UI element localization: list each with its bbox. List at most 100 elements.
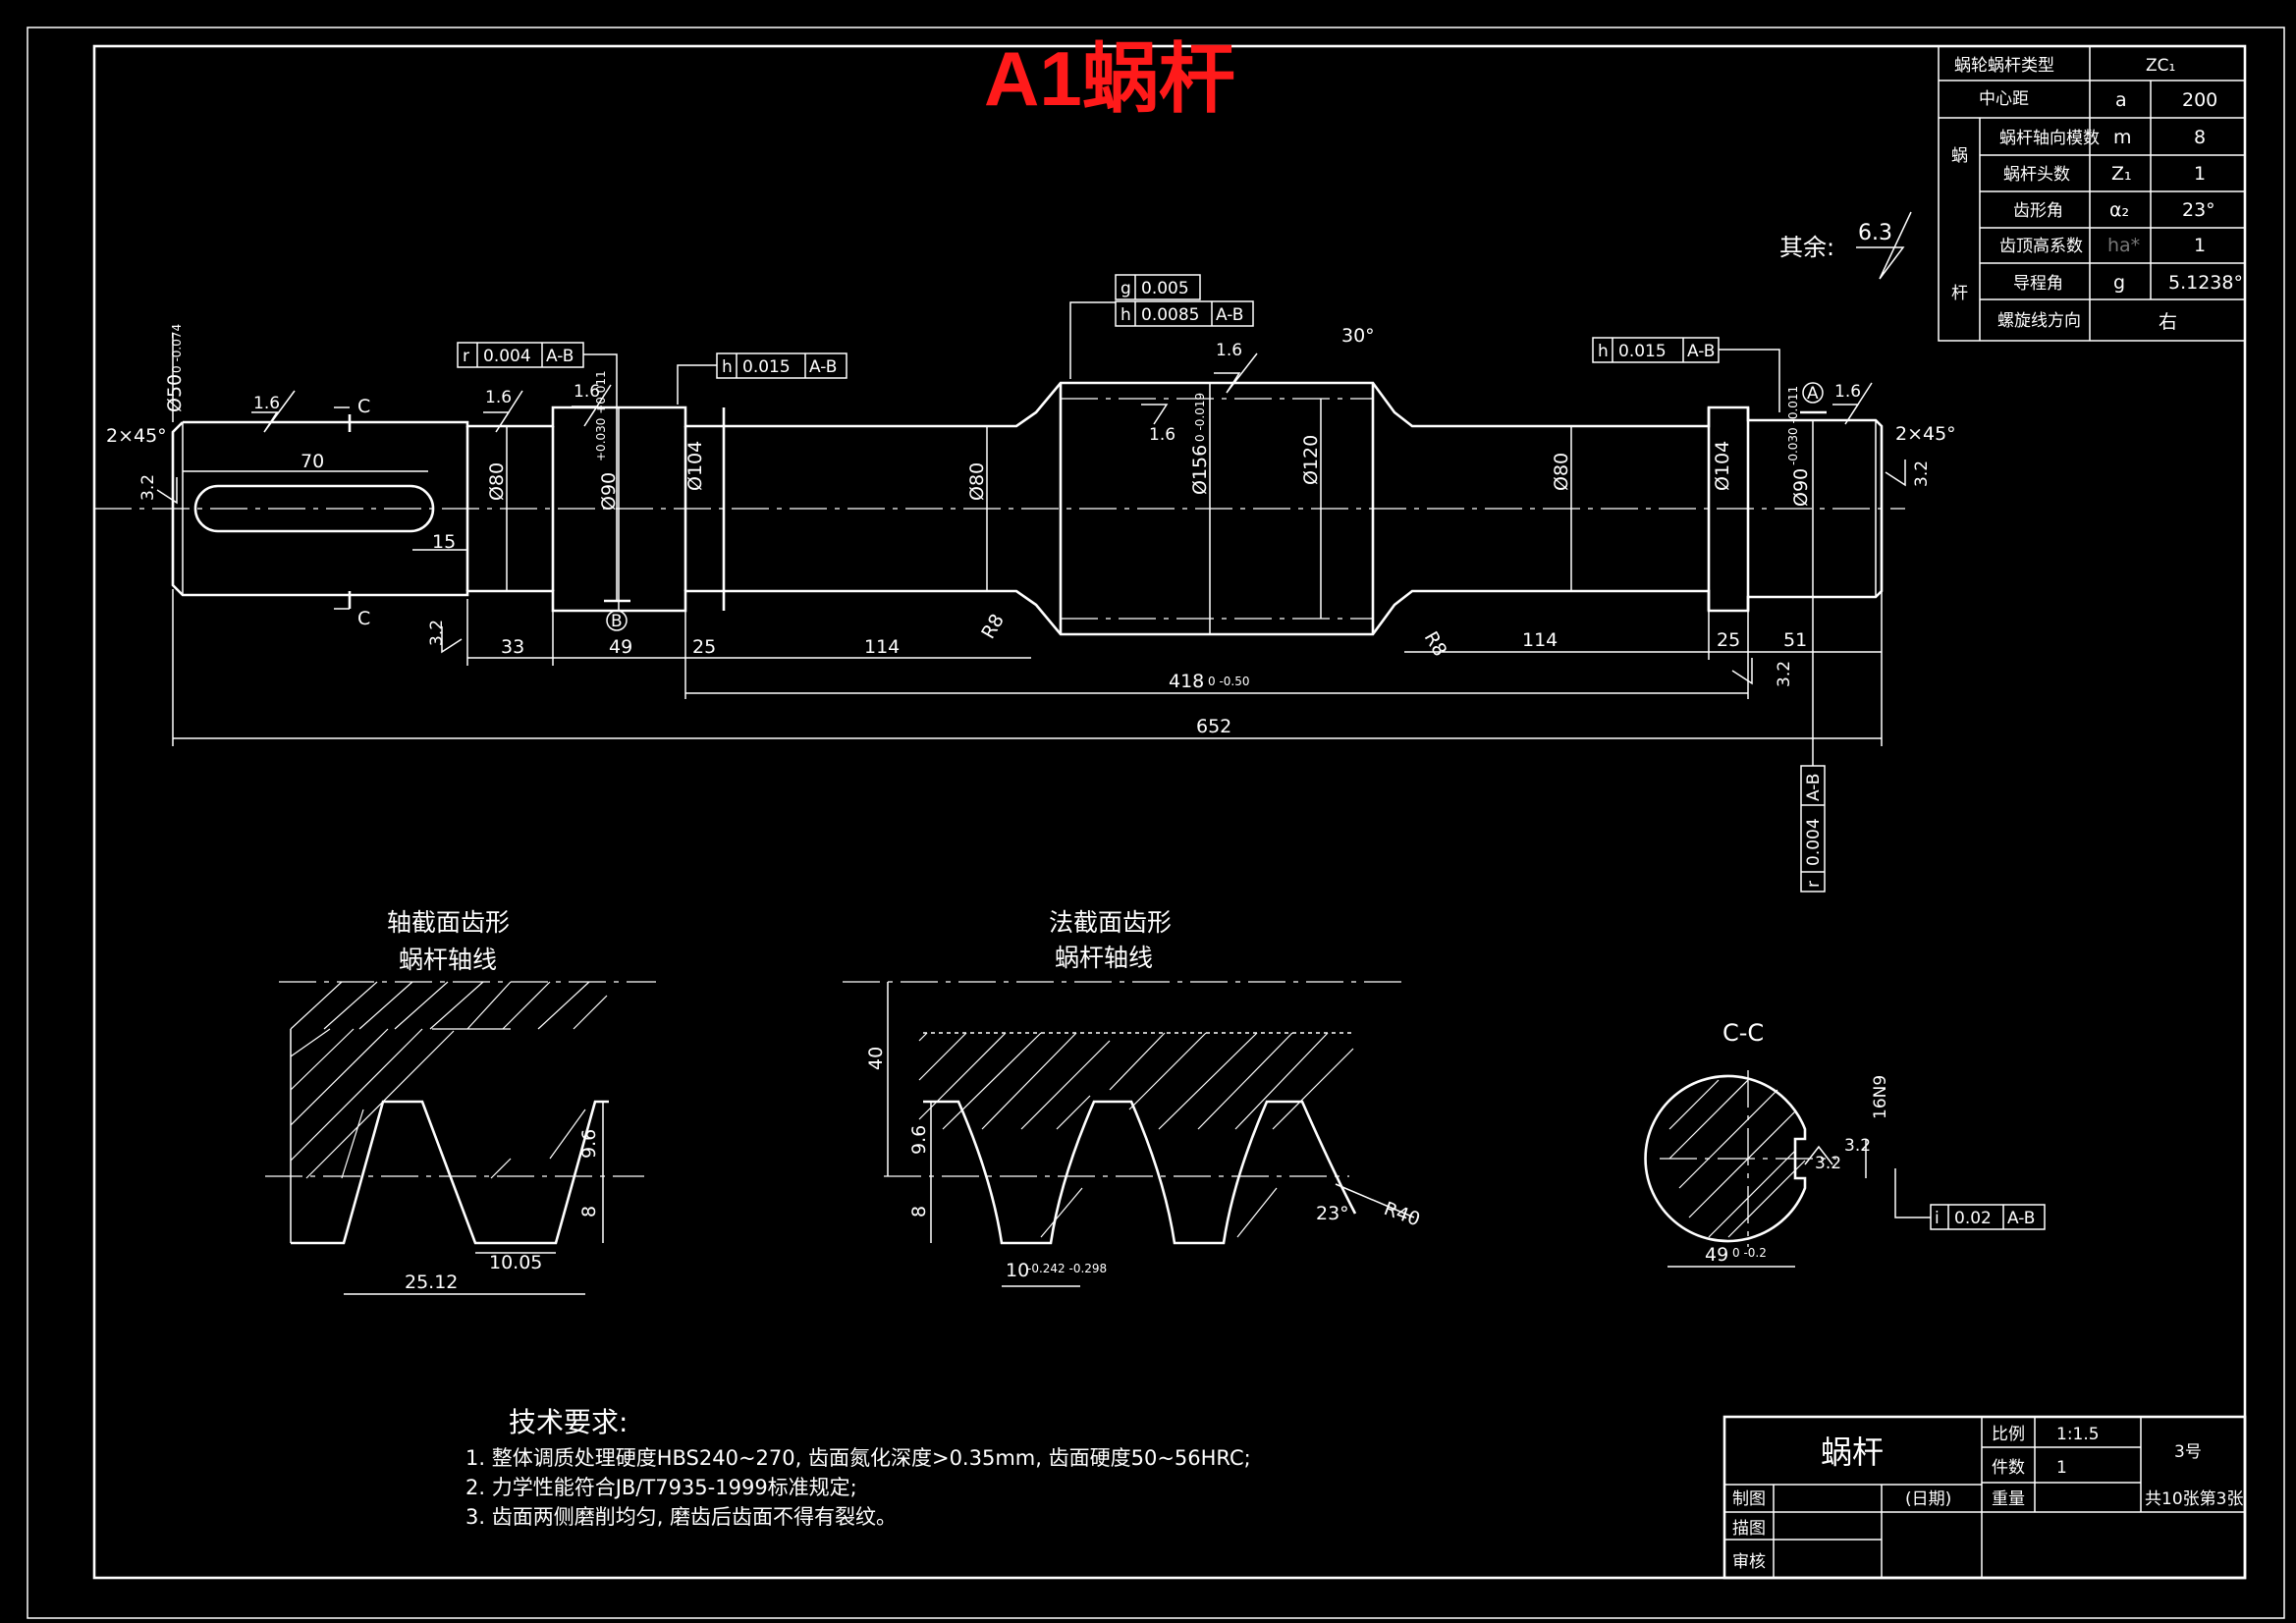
- roughness-value: 3.2: [427, 620, 447, 646]
- title-part-name: 蜗杆: [1821, 1434, 1884, 1471]
- fcf-datum: A-B: [1216, 305, 1243, 325]
- roughness-value: 3.2: [1912, 460, 1932, 487]
- normal-radius: R40: [1381, 1198, 1423, 1230]
- title-scale-label: 比例: [1992, 1425, 2025, 1444]
- dim-25a: 25: [692, 636, 716, 658]
- fcf-symbol: h: [1598, 342, 1609, 361]
- param-row-value: 1: [2194, 163, 2206, 185]
- title-qty-value: 1: [2056, 1458, 2067, 1478]
- dim-d104a: Ø104: [684, 441, 706, 491]
- dim-49: 49: [609, 636, 632, 658]
- remaining-label: 其余:: [1779, 234, 1834, 261]
- roughness-symbol: [1856, 211, 1912, 280]
- roughness-value: 1.6: [485, 388, 512, 407]
- dim-25b: 25: [1717, 629, 1740, 651]
- technical-requirements: 技术要求: 1. 整体调质处理硬度HBS240~270, 齿面氮化深度>0.35…: [465, 1406, 1251, 1529]
- param-center-label: 中心距: [1979, 89, 2029, 109]
- dim-d50: Ø50: [164, 374, 186, 412]
- dim-418-tol: 0 -0.50: [1208, 675, 1250, 688]
- roughness-value: 3.2: [138, 474, 158, 501]
- parameter-table: 蜗轮蜗杆类型 ZC₁ 中心距 a 200 蜗 杆 蜗杆轴向模数 m 8 蜗杆头数…: [1938, 45, 2246, 342]
- datum-markers: B A: [604, 382, 1827, 631]
- fcf-value: 0.015: [1618, 342, 1667, 361]
- normal-dim-width-tol: -0.242 -0.298: [1027, 1262, 1107, 1275]
- title-weight-label: 重量: [1992, 1489, 2025, 1509]
- horizontal-dimensions: 70 15 33 49 25 114 418 0 -0.50 114 25 51…: [172, 451, 1883, 746]
- dim-114b: 114: [1522, 629, 1558, 651]
- fcf-datum: A-B: [809, 357, 837, 377]
- fillet-r8-right: R8: [1420, 628, 1451, 661]
- fcf-symbol: h: [1121, 305, 1131, 325]
- param-group-label-2: 杆: [1951, 284, 1968, 303]
- fcf-symbol: h: [722, 357, 733, 377]
- note-item: 2. 力学性能符合JB/T7935-1999标准规定;: [465, 1476, 857, 1499]
- fcf-symbol: i: [1935, 1209, 1940, 1228]
- title-scale-value: 1:1.5: [2056, 1425, 2100, 1444]
- section-outline: [1644, 1074, 1807, 1243]
- datum-a-letter: A: [1807, 384, 1819, 404]
- title-block: 蜗杆 比例 1:1.5 件数 1 重量 3号 共10张第3张 制图 描图 审核 …: [1722, 1415, 2247, 1580]
- roughness-value: 1.6: [253, 394, 280, 413]
- param-center-value: 200: [2182, 89, 2217, 111]
- chamfer-left: 2×45°: [106, 425, 167, 447]
- param-row-sym: m: [2113, 127, 2132, 148]
- axial-dim-tooth: 10.05: [489, 1252, 542, 1273]
- fcf-value: 0.015: [742, 357, 791, 377]
- dim-d90b-tol: -0.030 -0.011: [1786, 386, 1800, 465]
- normal-tooth-profile: 法截面齿形 蜗杆轴线 40 9.6 8 10 -0.242 -0.298 23°…: [843, 908, 1423, 1287]
- section-letter-top: C: [357, 396, 370, 417]
- fcf-value: 0.005: [1141, 279, 1189, 298]
- dim-d90a: Ø90: [598, 472, 620, 511]
- section-title: C-C: [1722, 1019, 1764, 1047]
- roughness-marks: 1.6 1.6 1.6 1.6 1.6 1.6 3.2 3.2 3.2 3.2: [138, 341, 1932, 687]
- dim-51: 51: [1783, 629, 1807, 651]
- note-item: 1. 整体调质处理硬度HBS240~270, 齿面氮化深度>0.35mm, 齿面…: [465, 1446, 1251, 1470]
- dim-d104b: Ø104: [1712, 441, 1733, 491]
- section-letter-bottom: C: [357, 608, 370, 629]
- section-depth: 49: [1705, 1244, 1728, 1266]
- title-date-label: (日期): [1905, 1489, 1951, 1509]
- datum-b-letter: B: [611, 612, 623, 631]
- param-row-sym: Z₁: [2111, 163, 2132, 185]
- param-row-value: 8: [2194, 127, 2206, 148]
- dim-d90b: Ø90: [1790, 468, 1812, 507]
- drawing-title: A1蜗杆: [984, 35, 1235, 122]
- axial-axis-label: 蜗杆轴线: [399, 946, 497, 974]
- normal-dim-h2: 8: [908, 1206, 930, 1217]
- normal-profile-title: 法截面齿形: [1049, 908, 1172, 937]
- roughness-value: 1.6: [1834, 382, 1861, 402]
- normal-angle: 23°: [1316, 1203, 1349, 1224]
- notes-heading: 技术要求:: [509, 1406, 628, 1438]
- dim-d156-tol: 0 -0.019: [1193, 393, 1207, 442]
- param-row-sym: ha*: [2107, 235, 2140, 256]
- param-helix-label: 螺旋线方向: [1997, 311, 2081, 331]
- param-row-value: 23°: [2182, 199, 2215, 221]
- title-traced-label: 描图: [1732, 1519, 1766, 1539]
- param-row-label: 导程角: [2013, 274, 2063, 294]
- dim-d90a-tol: +0.030 +0.011: [594, 370, 608, 461]
- axial-dim-h2: 8: [578, 1206, 600, 1217]
- dim-652: 652: [1196, 716, 1231, 737]
- roughness-value: 3.2: [1775, 661, 1794, 687]
- param-group-label-1: 蜗: [1951, 146, 1968, 166]
- title-checked-label: 审核: [1732, 1552, 1766, 1572]
- outer-border: [27, 27, 2285, 1619]
- chamfer-right: 2×45°: [1895, 423, 1956, 445]
- param-type-value: ZC₁: [2146, 56, 2175, 76]
- fcf-value: 0.004: [1804, 818, 1824, 866]
- dim-418: 418: [1169, 671, 1204, 692]
- dim-d80a: Ø80: [486, 462, 508, 501]
- normal-dim-40: 40: [865, 1047, 887, 1070]
- section-rough-a: 3.2: [1815, 1154, 1841, 1173]
- fcf-value: 0.004: [483, 347, 531, 366]
- normal-dim-h1: 9.6: [908, 1125, 930, 1155]
- title-qty-label: 件数: [1992, 1458, 2025, 1478]
- fcf-datum: A-B: [546, 347, 574, 366]
- param-center-sym: a: [2115, 89, 2127, 111]
- dim-114a: 114: [864, 636, 900, 658]
- inner-border: [92, 44, 2247, 1580]
- fcf-datum: A-B: [1687, 342, 1715, 361]
- param-row-sym: α₂: [2109, 199, 2129, 221]
- axial-dim-h1: 9.6: [578, 1129, 600, 1159]
- shaft-main-view: C C: [94, 381, 1905, 636]
